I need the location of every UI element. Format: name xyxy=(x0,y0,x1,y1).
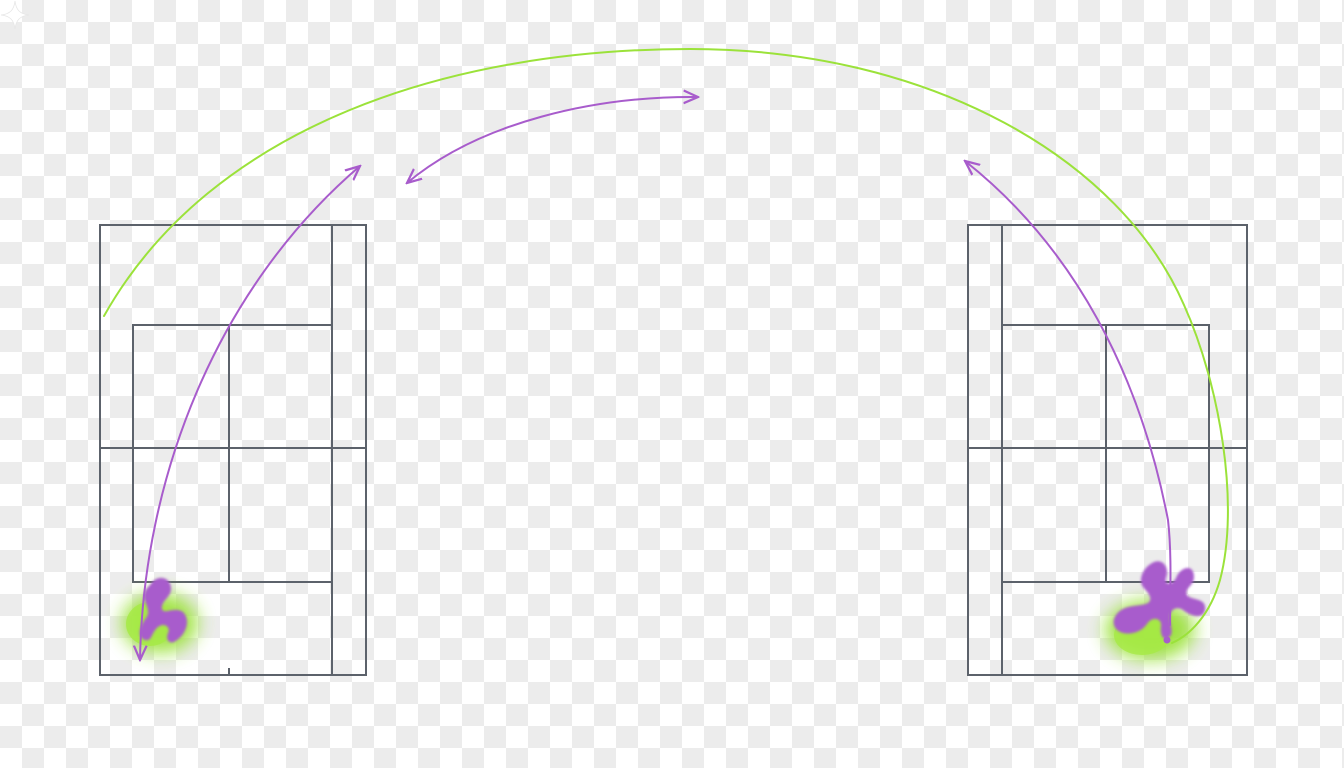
purple-arc-left-up xyxy=(140,166,360,660)
left-impact-splash xyxy=(122,577,198,653)
right-impact-splash xyxy=(1105,561,1206,660)
right-purple-blob xyxy=(1113,561,1206,639)
left-court-service-box xyxy=(132,324,333,583)
purple-arc-right-down xyxy=(965,161,1172,626)
green-lob-arc xyxy=(103,47,1229,644)
right-court-outline xyxy=(967,224,1248,676)
sparkle-icon xyxy=(0,0,30,30)
right-court xyxy=(967,224,1248,676)
purple-arc-top-center xyxy=(407,97,698,183)
right-purple-drop xyxy=(1163,636,1171,644)
